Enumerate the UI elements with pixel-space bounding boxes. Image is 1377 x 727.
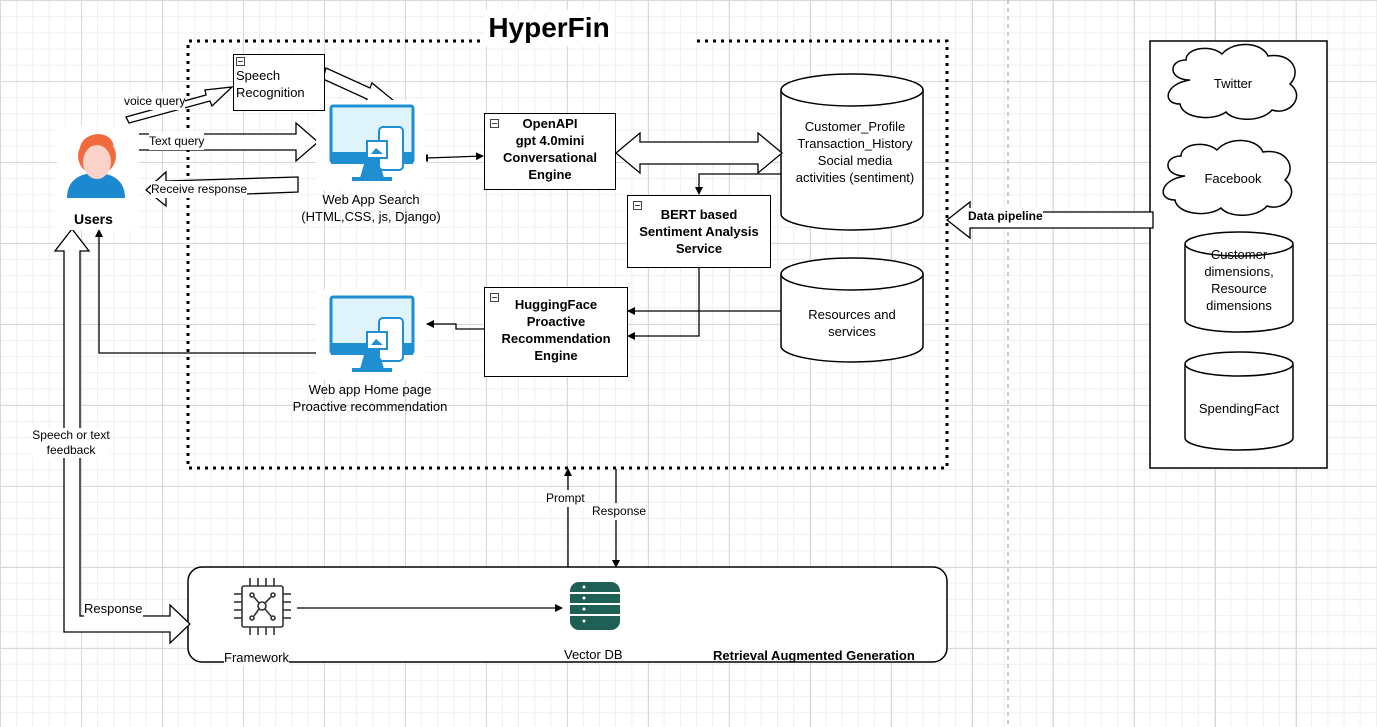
response-label: Response [84,600,143,617]
collapse-icon[interactable] [490,119,499,128]
text-query-label: Text query [149,133,205,150]
web-openapi-edge [420,152,484,162]
vector-db-label: Vector DB [564,647,623,662]
speech-to-web-arrow [322,67,401,106]
spending-label: SpendingFact [1198,401,1280,416]
user-icon [57,126,139,230]
speech-recognition-node[interactable]: Speech Recognition [233,54,325,111]
resources-db-label: Resources and services [808,307,896,339]
prompt-label: Prompt [546,490,585,507]
collapse-icon[interactable] [236,57,245,66]
web-app-home-monitor [316,290,426,380]
customer-db-cylinder [780,73,924,231]
web-app-search-label: Web App Search (HTML,CSS, js, Django) [301,192,441,224]
rag-response-label: Response [592,503,647,520]
framework-chip-icon [234,578,291,635]
facebook-label: Facebook [1204,171,1262,186]
diagram-title: HyperFin [484,10,614,46]
openapi-engine-node[interactable]: OpenAPI gpt 4.0mini Conversational Engin… [484,113,616,190]
web-app-home-label: Web app Home page Proactive recommendati… [292,382,448,414]
huggingface-engine-label: HuggingFace Proactive Recommendation Eng… [501,297,611,363]
openapi-engine-label: OpenAPI gpt 4.0mini Conversational Engin… [503,116,597,182]
receive-response-label: Receive response [151,181,248,198]
web-app-search-monitor [316,100,426,190]
feedback-label: Speech or text feedback [32,428,110,458]
twitter-cloud [1167,43,1298,120]
bert-to-hf-edge [627,268,700,340]
customer-db-label: Customer_Profile Transaction_History Soc… [795,119,915,185]
data-pipeline-label: Data pipeline [968,208,1043,225]
bert-service-label: BERT based Sentiment Analysis Service [639,207,759,256]
twitter-label: Twitter [1213,76,1253,91]
hf-to-homepage-edge [426,320,484,330]
bert-service-node[interactable]: BERT based Sentiment Analysis Service [627,195,771,268]
text-query-arrow [127,121,319,163]
facebook-cloud [1162,139,1293,216]
collapse-icon[interactable] [490,293,499,302]
dimensions-label: Customer dimensions, Resource dimensions [1204,247,1274,313]
feedback-arrow [53,227,191,645]
collapse-icon[interactable] [633,201,642,210]
framework-label: Framework [224,649,290,666]
vector-db-icon [570,582,620,630]
customer-to-bert-edge [695,173,781,195]
dimensions-cylinder [1184,231,1294,333]
voice-query-label: voice query [124,93,186,110]
homepage-to-users-edge [95,229,316,354]
spending-cylinder [1184,351,1294,451]
rag-label: Retrieval Augmented Generation [713,648,915,663]
openapi-customer-arrow [614,131,784,175]
resources-db-cylinder [780,257,924,363]
users-label: Users [74,211,113,227]
huggingface-engine-node[interactable]: HuggingFace Proactive Recommendation Eng… [484,287,628,377]
speech-recognition-label: Speech Recognition [236,68,305,100]
